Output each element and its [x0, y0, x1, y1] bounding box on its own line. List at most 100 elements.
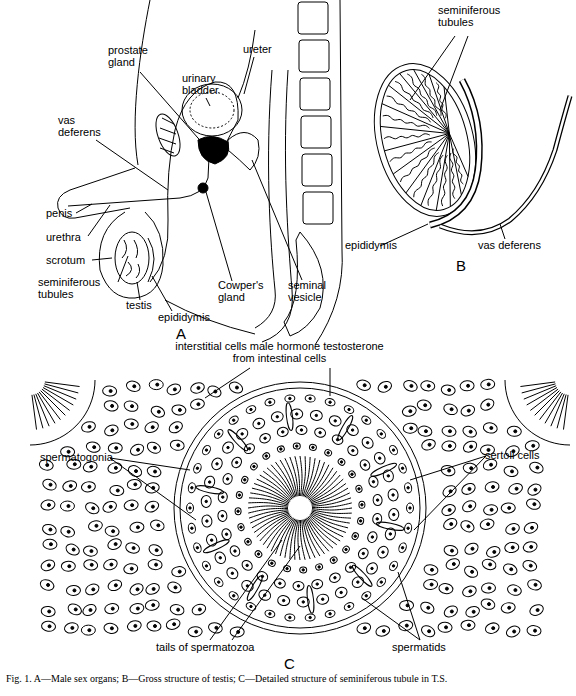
leader-line	[252, 160, 302, 280]
interstitial-cell	[102, 385, 117, 396]
spermatogonium-cell	[380, 581, 382, 583]
interstitial-cell	[527, 578, 543, 591]
interstitial-cell	[62, 479, 78, 492]
interstitial-cell	[529, 564, 532, 567]
interstitial-cell	[104, 602, 120, 614]
spermatocyte-cell	[388, 508, 399, 521]
interstitial-cell	[480, 597, 496, 611]
spermatogonium-cell	[365, 419, 367, 421]
seminiferous-tubule	[387, 96, 431, 122]
interstitial-cell	[72, 548, 75, 551]
spermatid-cell	[296, 445, 298, 447]
interstitial-cell	[507, 482, 524, 496]
interstitial-cell	[490, 426, 493, 429]
spermatogonium-cell	[289, 616, 291, 618]
spermatocyte-cell	[234, 550, 236, 552]
interstitial-cell	[363, 627, 366, 630]
interstitial-cell	[442, 516, 459, 532]
interstitial-cell	[514, 430, 517, 433]
interstitial-cell	[525, 497, 541, 511]
interstitial-cell	[469, 505, 472, 508]
spermatocyte-cell	[227, 446, 229, 448]
interstitial-cell	[88, 519, 104, 532]
interstitial-cell	[479, 517, 495, 530]
interstitial-cell	[132, 547, 135, 550]
spermatid-cell	[357, 517, 364, 525]
interstitial-cell	[156, 383, 159, 386]
tubule-wall	[180, 388, 420, 628]
spermatocyte-cell	[251, 416, 266, 430]
interstitial-cell	[47, 583, 50, 586]
interstitial-cell	[237, 630, 240, 633]
urinary-bladder	[190, 92, 234, 128]
spermatogonium-cell	[205, 449, 207, 451]
interstitial-cell	[129, 521, 144, 533]
interstitial-cell	[503, 465, 519, 478]
interstitial-cell	[166, 580, 183, 595]
spermatid-cell	[237, 523, 245, 532]
interstitial-cell	[81, 625, 95, 635]
sperm-tail	[254, 513, 289, 532]
spermatocyte-cell	[248, 447, 250, 449]
spermatogonium-cell	[392, 565, 394, 567]
interstitial-cell	[470, 467, 473, 470]
interstitial-cell	[460, 481, 477, 496]
interstitial-cell	[461, 584, 478, 598]
interstitial-cell	[143, 499, 160, 514]
spermatogonium-cell	[404, 523, 413, 534]
spine	[302, 154, 332, 186]
spermatogonium-cell	[375, 428, 387, 440]
interstitial-cell	[527, 625, 542, 636]
interstitial-cell	[428, 630, 431, 633]
sperm-tail	[312, 508, 352, 510]
interstitial-cell	[106, 537, 123, 552]
spermatocyte-cell	[322, 598, 324, 600]
interstitial-cell	[89, 609, 92, 612]
spermatocyte-cell	[201, 495, 212, 508]
interstitial-cell	[230, 627, 244, 637]
interstitial-cell	[492, 485, 495, 488]
interstitial-cell	[511, 470, 514, 473]
interstitial-cell	[485, 545, 502, 560]
interstitial-cell	[428, 443, 431, 446]
spermatid-cell	[318, 566, 320, 568]
spermatogonium-cell	[196, 547, 198, 549]
spermatocyte-cell	[346, 444, 360, 458]
spermatid-cell	[312, 446, 314, 448]
interstitial-cell	[484, 481, 500, 494]
spermatid-cell	[351, 473, 353, 475]
spermatocyte-cell	[208, 481, 210, 483]
sperm-tail	[263, 516, 291, 545]
spermatogonium-cell	[305, 614, 316, 622]
tissue-cells	[30, 70, 570, 639]
interstitial-cell	[61, 561, 75, 571]
spermatid-cell	[238, 494, 240, 496]
interstitial-cell	[483, 504, 499, 516]
interstitial-cell	[40, 499, 56, 511]
spermatogonium-cell	[380, 433, 382, 435]
part-label: ureter	[243, 43, 272, 55]
interstitial-cell	[448, 389, 451, 392]
spermatogonium-cell	[233, 595, 235, 597]
spermatogonium-cell	[398, 462, 408, 474]
leader-line	[110, 458, 196, 520]
spermatogonium-cell	[218, 433, 220, 435]
interstitial-cell	[442, 604, 459, 619]
interstitial-cell	[38, 378, 545, 639]
spermatid-cell	[324, 449, 333, 458]
interstitial-cell	[441, 384, 456, 396]
sperm-tail	[312, 493, 350, 505]
spermatocyte-cell	[219, 557, 221, 559]
interstitial-cell	[463, 462, 478, 474]
interstitial-cell	[114, 584, 117, 587]
spermatocyte-cell	[226, 478, 228, 480]
part-label: urethra	[46, 231, 81, 243]
interstitial-cell	[450, 523, 453, 526]
interstitial-cell	[155, 563, 158, 566]
interstitial-cell	[152, 587, 155, 590]
interstitial-cell	[424, 430, 427, 433]
spermatogonium-cell	[392, 449, 394, 451]
spermatid-cell	[241, 475, 250, 484]
interstitial-cell	[153, 446, 156, 449]
interstitial-cell	[534, 583, 537, 586]
